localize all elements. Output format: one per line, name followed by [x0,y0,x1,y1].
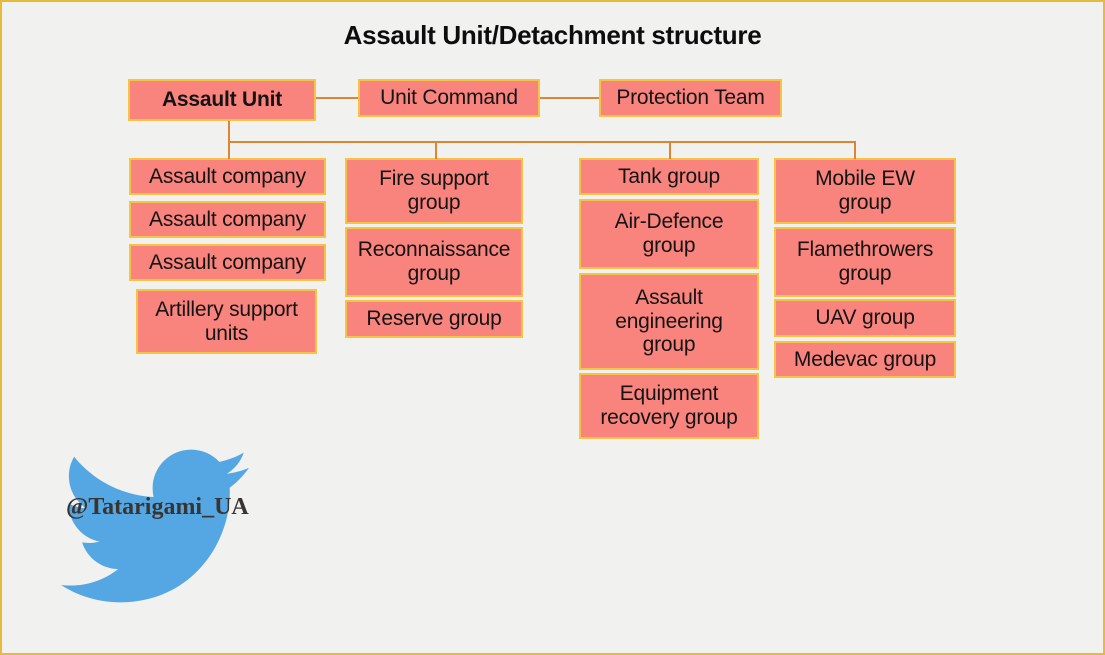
diagram-title: Assault Unit/Detachment structure [343,20,762,50]
org-box-mobile-ew-group: Mobile EW group [774,158,956,224]
connector-line [540,97,599,99]
org-box-artillery-support-units: Artillery support units [136,289,317,354]
twitter-bird-icon [61,449,249,603]
org-box-reserve-group: Reserve group [345,300,523,338]
org-box-assault-engineering-group: Assault engineering group [579,273,759,370]
org-box-assault-company-3: Assault company [129,244,326,281]
connector-line [228,121,230,143]
org-box-equipment-recovery-group: Equipment recovery group [579,373,759,439]
org-box-medevac-group: Medevac group [774,341,956,378]
org-box-protection-team: Protection Team [599,79,782,117]
connector-line [669,142,671,159]
org-box-assault-company-1: Assault company [129,158,326,195]
connector-line [435,142,437,159]
org-box-fire-support-group: Fire support group [345,158,523,224]
watermark-handle: @Tatarigami_UA [66,494,249,520]
connector-line [229,141,856,143]
org-box-reconnaissance-group: Reconnaissance group [345,227,523,297]
org-box-tank-group: Tank group [579,158,759,195]
org-box-air-defence-group: Air-Defence group [579,199,759,269]
org-box-assault-unit: Assault Unit [128,79,316,121]
org-box-assault-company-2: Assault company [129,201,326,238]
org-box-flamethrowers-group: Flamethrowers group [774,227,956,297]
connector-line [316,97,358,99]
org-box-unit-command: Unit Command [358,79,540,117]
connector-line [228,142,230,159]
org-box-uav-group: UAV group [774,299,956,337]
connector-line [854,142,856,159]
